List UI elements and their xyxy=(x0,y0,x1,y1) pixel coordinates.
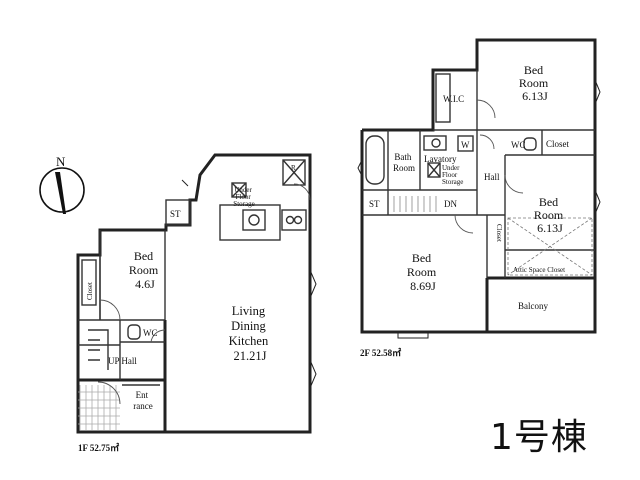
f2-attic-label: Attic Space Closet xyxy=(513,266,565,274)
f2-wc-label: WC xyxy=(511,140,526,150)
floor1-labels: Bed Room 4.6J Living Dining Kitchen 21.2… xyxy=(78,164,296,453)
floor1-inner-walls xyxy=(78,159,307,386)
f1-up-hall-label: UP Hall xyxy=(108,356,137,366)
floor1-windows xyxy=(181,179,317,433)
compass-needle-icon xyxy=(55,172,66,214)
f2-closet-top-label: Closet xyxy=(546,139,570,149)
f2-down-label: DN xyxy=(444,199,457,209)
f2-wic-label: W.I.C xyxy=(443,94,464,104)
floor2-stair-hatching xyxy=(393,196,437,212)
f2-storage-label: ST xyxy=(369,199,380,209)
f2-area-label: 2F 52.58㎡ xyxy=(360,347,401,358)
f2-closet-side-label: Closet xyxy=(495,224,503,242)
f2-hall-label: Hall xyxy=(484,172,500,182)
floor2-walls xyxy=(360,38,597,334)
f1-ldk-label: Living Dining Kitchen 21.21J xyxy=(229,304,272,363)
f2-washer-label: W xyxy=(461,140,470,150)
north-compass: N xyxy=(39,154,85,214)
floor2-door-swings xyxy=(454,99,524,234)
f1-bedroom-label: Bed Room 4.6J xyxy=(129,249,161,291)
f2-balcony-label: Balcony xyxy=(518,301,548,311)
compass-label: N xyxy=(56,154,66,169)
building-number-label: 1号棟 xyxy=(490,417,588,458)
f2-bedroom-right-label: Bed Room 6.13J xyxy=(534,195,566,235)
compass-ring-icon xyxy=(39,167,85,213)
floor2-inner-walls xyxy=(362,70,595,278)
f1-storage-label: ST xyxy=(170,209,181,219)
floor2-labels: Bed Room 6.13J Bed Room 6.13J Bed Room 8… xyxy=(360,63,570,358)
f1-wc-label: WC xyxy=(143,328,158,338)
floor1-stair-hatching xyxy=(78,385,120,430)
f1-entrance-label: Ent rance xyxy=(133,390,152,411)
f2-under-floor-label: Under Floor Storage xyxy=(442,164,463,186)
floor2-windows xyxy=(357,79,601,339)
f2-bedroom-top-label: Bed Room 6.13J xyxy=(519,63,551,103)
f2-bath-label: Bath Room xyxy=(393,152,415,173)
floor1-door-swings xyxy=(97,183,311,405)
f1-refrigerator-label: R xyxy=(291,164,296,172)
f1-area-label: 1F 52.75㎡ xyxy=(78,442,119,453)
f2-bedroom-main-label: Bed Room 8.69J xyxy=(407,251,439,293)
f1-closet-label: Closet xyxy=(86,282,94,300)
f1-under-floor-label: Under Floor Storage xyxy=(233,186,254,208)
floor1-walls xyxy=(76,153,312,434)
f2-lavatory-label: Lavatory xyxy=(424,154,457,164)
floor2-attic-hatching xyxy=(507,217,593,276)
